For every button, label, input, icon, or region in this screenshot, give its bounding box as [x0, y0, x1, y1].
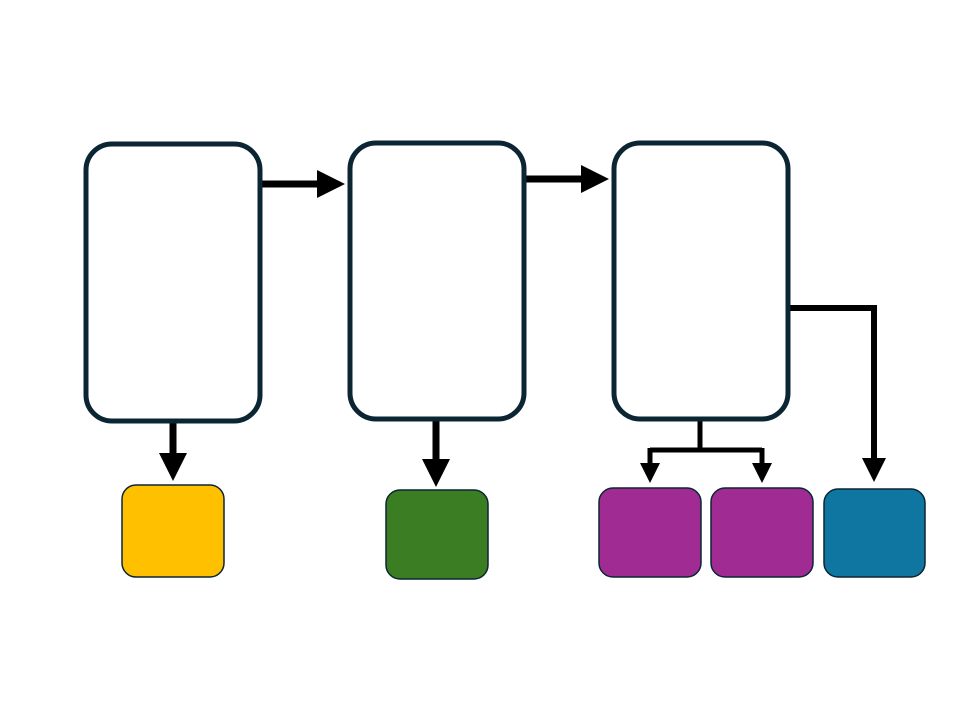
connectors — [159, 165, 886, 487]
output-yellow — [121, 484, 225, 578]
stage-1 — [83, 141, 263, 424]
stages — [83, 140, 791, 424]
output-blue — [823, 488, 926, 578]
connector-stage3-output-blue — [788, 305, 886, 482]
stage-3 — [611, 140, 791, 422]
output-purple-2 — [710, 487, 814, 578]
stage-2 — [347, 140, 527, 422]
output-purple-1 — [598, 487, 702, 578]
output-green — [385, 489, 489, 580]
outputs — [121, 484, 926, 580]
